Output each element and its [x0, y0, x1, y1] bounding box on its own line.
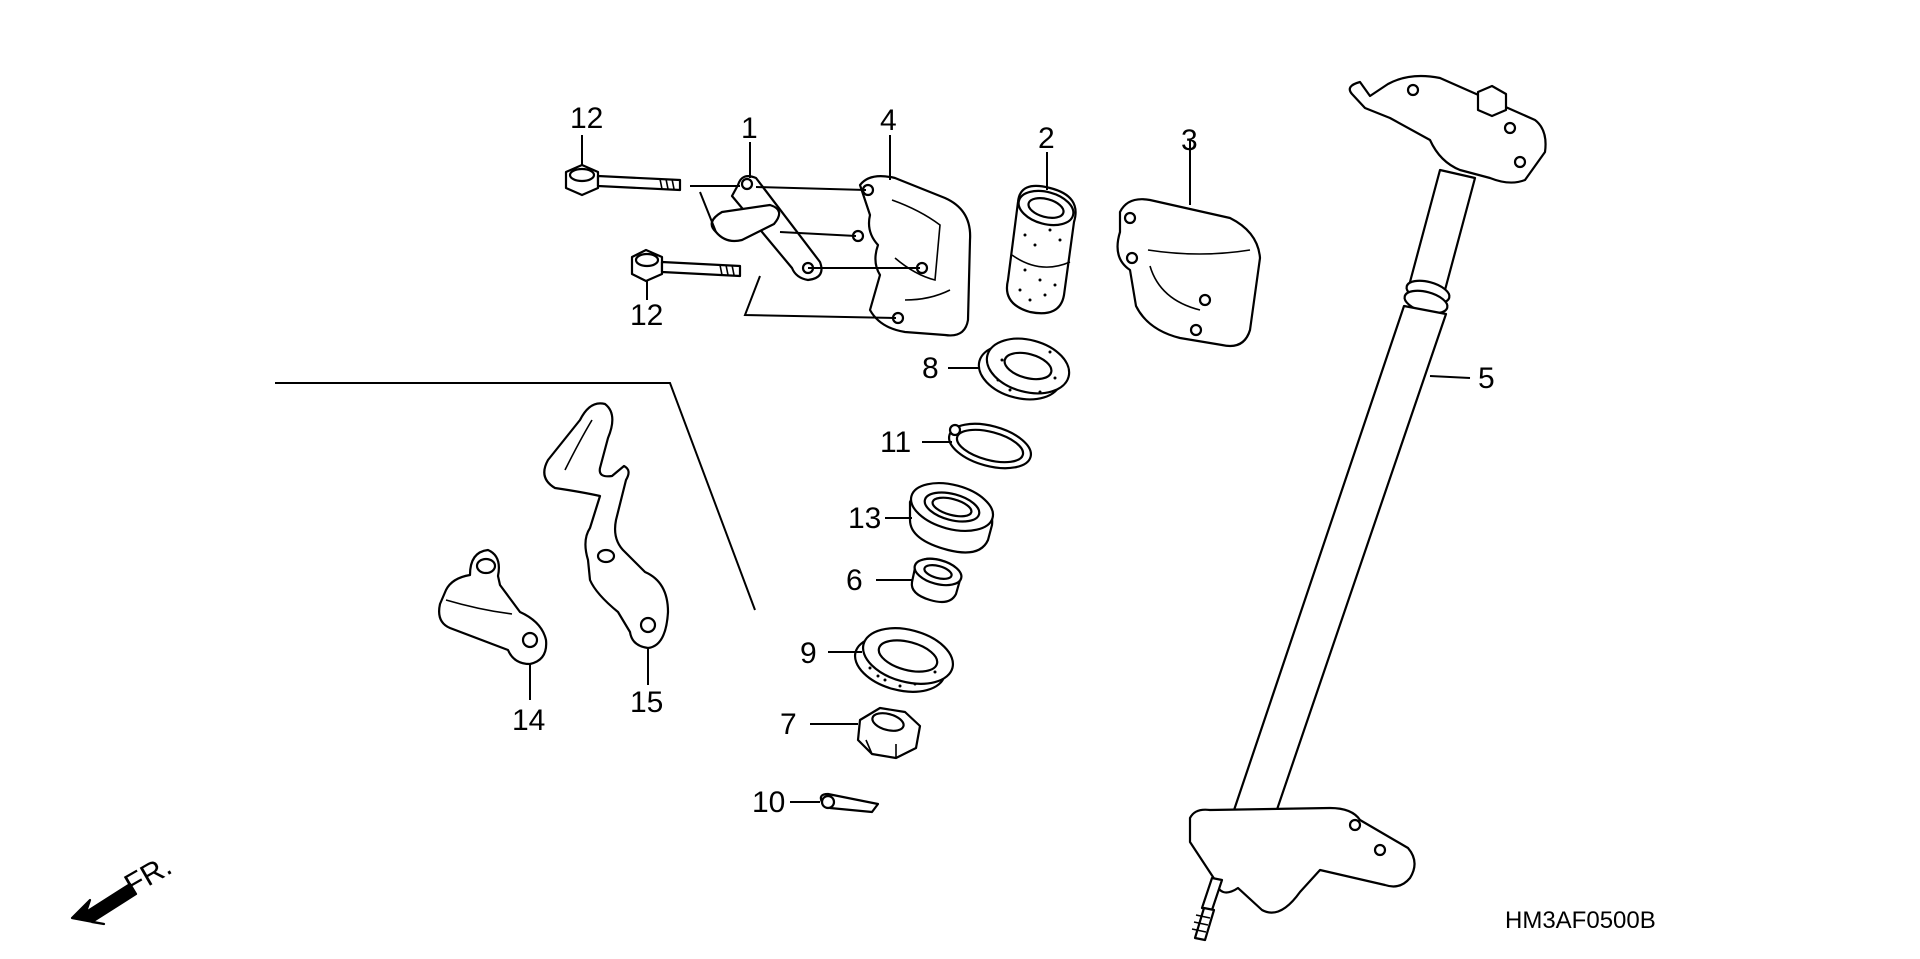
- callout-12-upper: 12: [570, 102, 603, 135]
- part-3-holder-cover[interactable]: [1116, 140, 1262, 348]
- part-13-bearing[interactable]: [885, 475, 998, 554]
- part-10-cotter-pin[interactable]: [790, 792, 880, 814]
- part-9-oil-seal[interactable]: [828, 619, 959, 701]
- callout-10: 10: [752, 786, 785, 819]
- front-direction-arrow: FR.: [70, 849, 177, 926]
- part-15-hanger[interactable]: [543, 402, 670, 685]
- part-7-castle-nut[interactable]: [810, 706, 922, 760]
- part-8-oil-seal[interactable]: [948, 330, 1075, 408]
- callout-4: 4: [880, 104, 897, 137]
- callout-9: 9: [800, 637, 817, 670]
- callout-15: 15: [630, 686, 663, 719]
- part-4-shaft-holder[interactable]: [851, 175, 972, 337]
- leader-lines-part-1-4-12: [581, 135, 920, 319]
- callout-5: 5: [1478, 362, 1495, 395]
- part-12-bolt-lower[interactable]: [630, 248, 742, 283]
- part-6-collar[interactable]: [876, 554, 964, 604]
- callout-11: 11: [880, 426, 911, 459]
- callout-7: 7: [780, 708, 797, 741]
- diagram-code: HM3AF0500B: [1505, 907, 1656, 934]
- part-5-steering-shaft[interactable]: [1188, 74, 1547, 942]
- callout-3: 3: [1181, 124, 1198, 157]
- part-11-circlip[interactable]: [922, 416, 1036, 476]
- section-divider-line: [275, 382, 756, 611]
- callout-6: 6: [846, 564, 863, 597]
- part-12-bolt-upper[interactable]: [564, 163, 682, 197]
- callout-14: 14: [512, 704, 545, 737]
- callout-12-lower: 12: [630, 299, 663, 332]
- part-2-bushing[interactable]: [1005, 152, 1077, 315]
- callout-13: 13: [848, 502, 881, 535]
- callout-2: 2: [1038, 122, 1055, 155]
- callout-1: 1: [741, 112, 758, 145]
- part-14-bracket[interactable]: [438, 548, 548, 700]
- callout-8: 8: [922, 352, 939, 385]
